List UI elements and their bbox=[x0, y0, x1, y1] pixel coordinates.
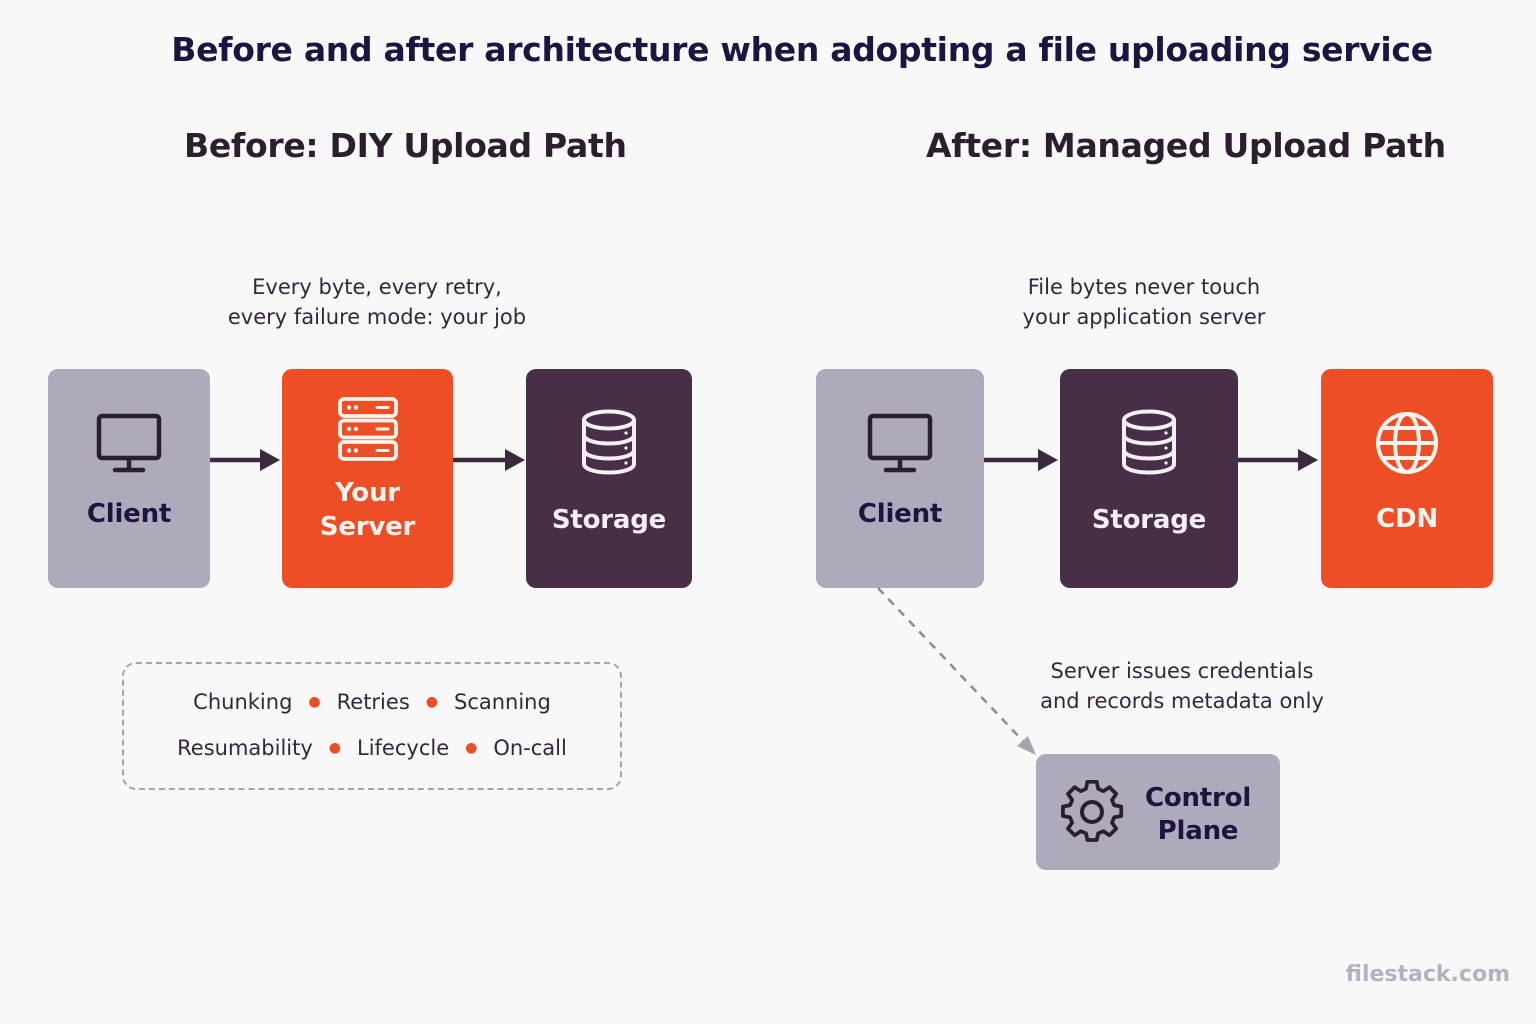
before-client-label: Client bbox=[86, 498, 172, 529]
diagram-title: Before and after architecture when adopt… bbox=[171, 30, 1433, 69]
after-caption: File bytes never touch your application … bbox=[994, 272, 1294, 332]
database-icon bbox=[582, 409, 636, 475]
before-heading: Before: DIY Upload Path bbox=[184, 126, 627, 165]
before-server-label-line2: Server bbox=[319, 511, 416, 542]
gear-icon bbox=[1061, 780, 1124, 842]
after-arrow-client-storage bbox=[984, 449, 1058, 471]
database-icon bbox=[1122, 409, 1176, 475]
responsibilities-row-2: Resumability ● Lifecycle ● On-call bbox=[124, 736, 620, 760]
after-arrow-storage-cdn bbox=[1238, 449, 1318, 471]
after-cdn-node: CDN bbox=[1321, 369, 1493, 588]
before-server-node: Your Server bbox=[282, 369, 453, 588]
responsibility-item: Resumability bbox=[177, 736, 313, 760]
before-storage-label: Storage bbox=[551, 504, 667, 535]
after-heading: After: Managed Upload Path bbox=[926, 126, 1446, 165]
brand-watermark: filestack.com bbox=[1345, 962, 1510, 987]
dashed-arrow-client-control bbox=[877, 587, 1036, 755]
before-server-label: Your Server bbox=[319, 476, 416, 544]
before-server-label-line1: Your bbox=[335, 477, 400, 508]
before-arrow-client-server bbox=[210, 449, 280, 471]
responsibilities-row-1: Chunking ● Retries ● Scanning bbox=[124, 690, 620, 714]
responsibility-item: Lifecycle bbox=[357, 736, 450, 760]
control-caption-line2: and records metadata only bbox=[1040, 689, 1324, 713]
after-caption-line2: your application server bbox=[1022, 305, 1266, 329]
responsibility-item: Scanning bbox=[453, 690, 551, 714]
bullet-dot: ● bbox=[308, 694, 321, 710]
bullet-dot: ● bbox=[465, 740, 478, 756]
after-caption-line1: File bytes never touch bbox=[1027, 275, 1261, 299]
after-storage-node: Storage bbox=[1060, 369, 1238, 588]
control-plane-node: Control Plane bbox=[1036, 754, 1280, 870]
before-arrow-server-storage bbox=[453, 449, 525, 471]
bullet-dot: ● bbox=[425, 694, 438, 710]
before-storage-node: Storage bbox=[526, 369, 692, 588]
monitor-icon bbox=[96, 413, 162, 472]
before-caption-line2: every failure mode: your job bbox=[227, 305, 527, 329]
responsibility-item: On-call bbox=[493, 736, 567, 760]
before-caption: Every byte, every retry, every failure m… bbox=[222, 272, 532, 332]
control-caption: Server issues credentials and records me… bbox=[1032, 656, 1332, 716]
server-rack-icon bbox=[337, 396, 398, 461]
before-caption-line1: Every byte, every retry, bbox=[252, 275, 502, 299]
bullet-dot: ● bbox=[328, 740, 341, 756]
after-client-label: Client bbox=[857, 498, 943, 529]
responsibilities-box: Chunking ● Retries ● Scanning Resumability ● L… bbox=[122, 662, 622, 790]
before-client-node: Client bbox=[48, 369, 210, 588]
control-plane-label-line2: Plane bbox=[1157, 816, 1239, 846]
after-client-node: Client bbox=[816, 369, 984, 588]
responsibility-item: Chunking bbox=[193, 690, 293, 714]
after-cdn-label: CDN bbox=[1376, 503, 1438, 534]
monitor-icon bbox=[867, 413, 933, 472]
responsibility-item: Retries bbox=[336, 690, 410, 714]
after-storage-label: Storage bbox=[1091, 504, 1207, 535]
control-plane-label-line1: Control bbox=[1144, 783, 1252, 813]
control-caption-line1: Server issues credentials bbox=[1050, 659, 1314, 683]
globe-icon bbox=[1376, 411, 1438, 474]
control-plane-label: Control Plane bbox=[1136, 782, 1260, 848]
